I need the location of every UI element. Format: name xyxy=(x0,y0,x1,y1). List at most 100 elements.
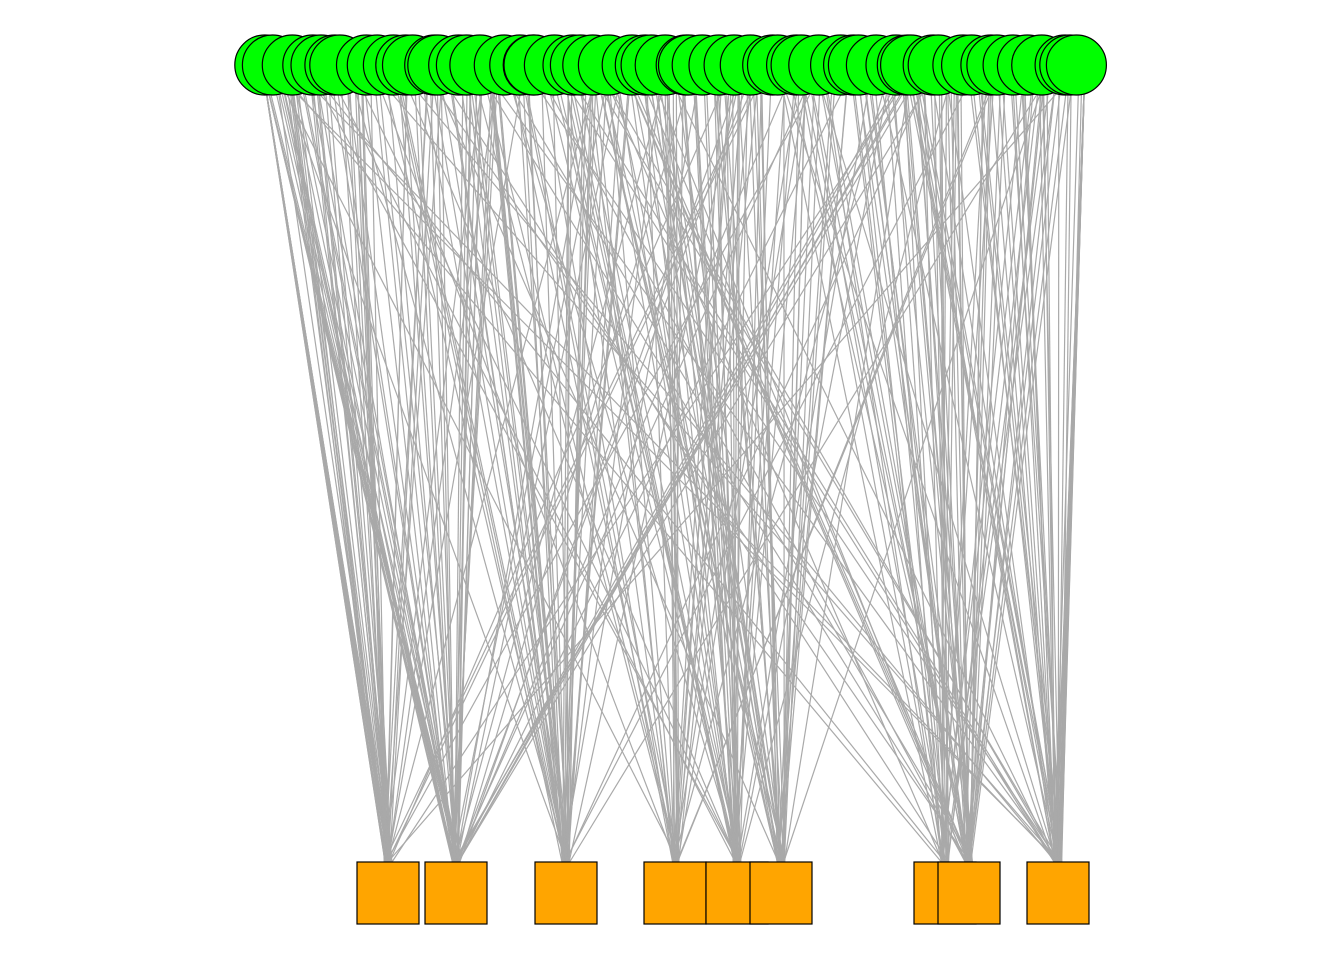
edge xyxy=(467,64,569,863)
edge xyxy=(960,64,969,863)
top-node-layer xyxy=(234,34,1108,96)
edge xyxy=(722,64,780,863)
edge xyxy=(489,64,568,863)
bottom-node-square xyxy=(1026,861,1090,925)
edge xyxy=(370,64,677,863)
edge xyxy=(574,64,740,863)
edge xyxy=(527,64,565,863)
edge xyxy=(562,64,569,863)
edge xyxy=(673,64,802,863)
edge xyxy=(903,64,1062,863)
edge xyxy=(875,64,1059,863)
edge xyxy=(385,64,408,863)
bottom-node-square xyxy=(937,861,1001,925)
edge xyxy=(298,64,460,863)
edge xyxy=(944,64,1055,863)
edge xyxy=(593,64,786,863)
edge xyxy=(343,64,456,863)
edge xyxy=(615,64,739,863)
edge xyxy=(861,64,968,863)
edge xyxy=(261,64,453,863)
bottom-node-square xyxy=(643,861,707,925)
edge xyxy=(456,64,756,863)
edge xyxy=(452,64,479,863)
edge xyxy=(585,64,1061,863)
edge xyxy=(347,64,568,863)
edge xyxy=(947,64,1042,863)
edge xyxy=(553,64,738,863)
edge xyxy=(454,64,464,863)
edge xyxy=(621,64,969,863)
edge xyxy=(996,64,1056,863)
edge xyxy=(457,64,566,863)
edge xyxy=(313,64,455,863)
edge xyxy=(272,64,455,863)
edge xyxy=(504,64,740,863)
edge xyxy=(783,64,913,863)
edge xyxy=(977,64,1062,863)
edge xyxy=(287,64,388,863)
edge xyxy=(487,64,564,863)
edge xyxy=(356,64,388,863)
edge xyxy=(387,64,500,863)
edge xyxy=(759,64,781,863)
edge xyxy=(429,64,456,863)
edge xyxy=(813,64,1057,863)
edge xyxy=(539,64,674,863)
edge xyxy=(315,64,393,863)
edge xyxy=(565,64,632,863)
edge xyxy=(395,64,567,863)
edge xyxy=(294,64,392,863)
edge xyxy=(748,64,780,863)
edge xyxy=(418,64,971,863)
edge xyxy=(562,64,1056,863)
edge xyxy=(418,64,566,863)
edge xyxy=(564,64,735,863)
edge xyxy=(276,64,568,863)
edge xyxy=(668,64,679,863)
edge xyxy=(366,64,1060,863)
edge xyxy=(275,64,455,863)
edge xyxy=(1054,64,1086,863)
edge xyxy=(456,64,483,863)
edge xyxy=(1053,64,1080,863)
edge xyxy=(806,64,949,863)
edge xyxy=(274,64,942,863)
edge xyxy=(508,64,677,863)
edge xyxy=(542,64,738,863)
edge xyxy=(522,64,1060,863)
edge xyxy=(593,64,779,863)
edge xyxy=(429,64,567,863)
edge xyxy=(305,64,946,863)
edge xyxy=(261,64,460,863)
bottom-node-square xyxy=(356,861,420,925)
edge xyxy=(349,64,739,863)
edge xyxy=(290,64,1059,863)
edge xyxy=(553,64,1055,863)
edge xyxy=(872,64,948,863)
bottom-node-square xyxy=(749,861,813,925)
edge xyxy=(1059,64,1086,863)
edge xyxy=(448,64,565,863)
edge xyxy=(1011,64,1057,863)
edge xyxy=(521,64,680,863)
edge xyxy=(946,64,967,863)
edge xyxy=(568,64,744,863)
edge xyxy=(474,64,968,863)
edge xyxy=(970,64,1059,863)
edge xyxy=(397,64,739,863)
edge xyxy=(624,64,971,863)
edge xyxy=(397,64,458,863)
edge xyxy=(380,64,566,863)
bottom-node-layer xyxy=(356,861,1090,925)
edge xyxy=(822,64,967,863)
edge xyxy=(676,64,1003,863)
edge xyxy=(261,64,386,863)
edge xyxy=(736,64,740,863)
edge xyxy=(645,64,675,863)
edge xyxy=(620,64,967,863)
edge xyxy=(271,64,680,863)
edge xyxy=(891,64,949,863)
edge xyxy=(455,64,818,863)
edge xyxy=(664,64,678,863)
